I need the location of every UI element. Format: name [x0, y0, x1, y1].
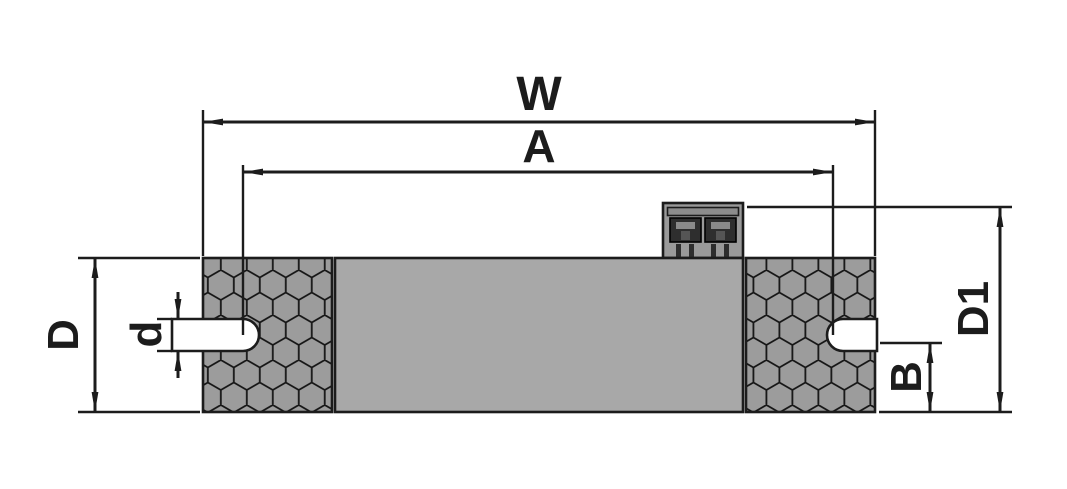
- terminal-2-screw: [716, 231, 725, 240]
- right-shaft-slot: [825, 317, 879, 353]
- terminal-1-contact: [676, 222, 695, 229]
- left-shaft-slot: [170, 317, 261, 353]
- dimension-d-bore: d: [122, 292, 182, 378]
- terminal-block-lid: [666, 206, 740, 217]
- terminal-2-contact: [711, 222, 730, 229]
- dimension-b: B: [880, 341, 942, 412]
- dimension-d-outer: D: [39, 256, 200, 414]
- label-a: A: [522, 120, 555, 172]
- terminal-block: [661, 201, 745, 260]
- terminal-leg: [689, 244, 694, 257]
- label-d1: D1: [949, 281, 998, 337]
- roller-body: [333, 256, 745, 414]
- terminal-1-screw: [681, 231, 690, 240]
- dimension-w: W: [201, 68, 877, 256]
- label-w: W: [516, 68, 562, 121]
- label-d-outer: D: [39, 319, 88, 351]
- roller-part: [170, 201, 879, 414]
- terminal-leg: [724, 244, 729, 257]
- label-b: B: [882, 361, 931, 393]
- dimension-a: A: [241, 120, 835, 335]
- label-d-bore: d: [122, 321, 171, 348]
- terminal-leg: [676, 244, 681, 257]
- dimension-d1: D1: [747, 205, 1012, 414]
- terminal-leg: [711, 244, 716, 257]
